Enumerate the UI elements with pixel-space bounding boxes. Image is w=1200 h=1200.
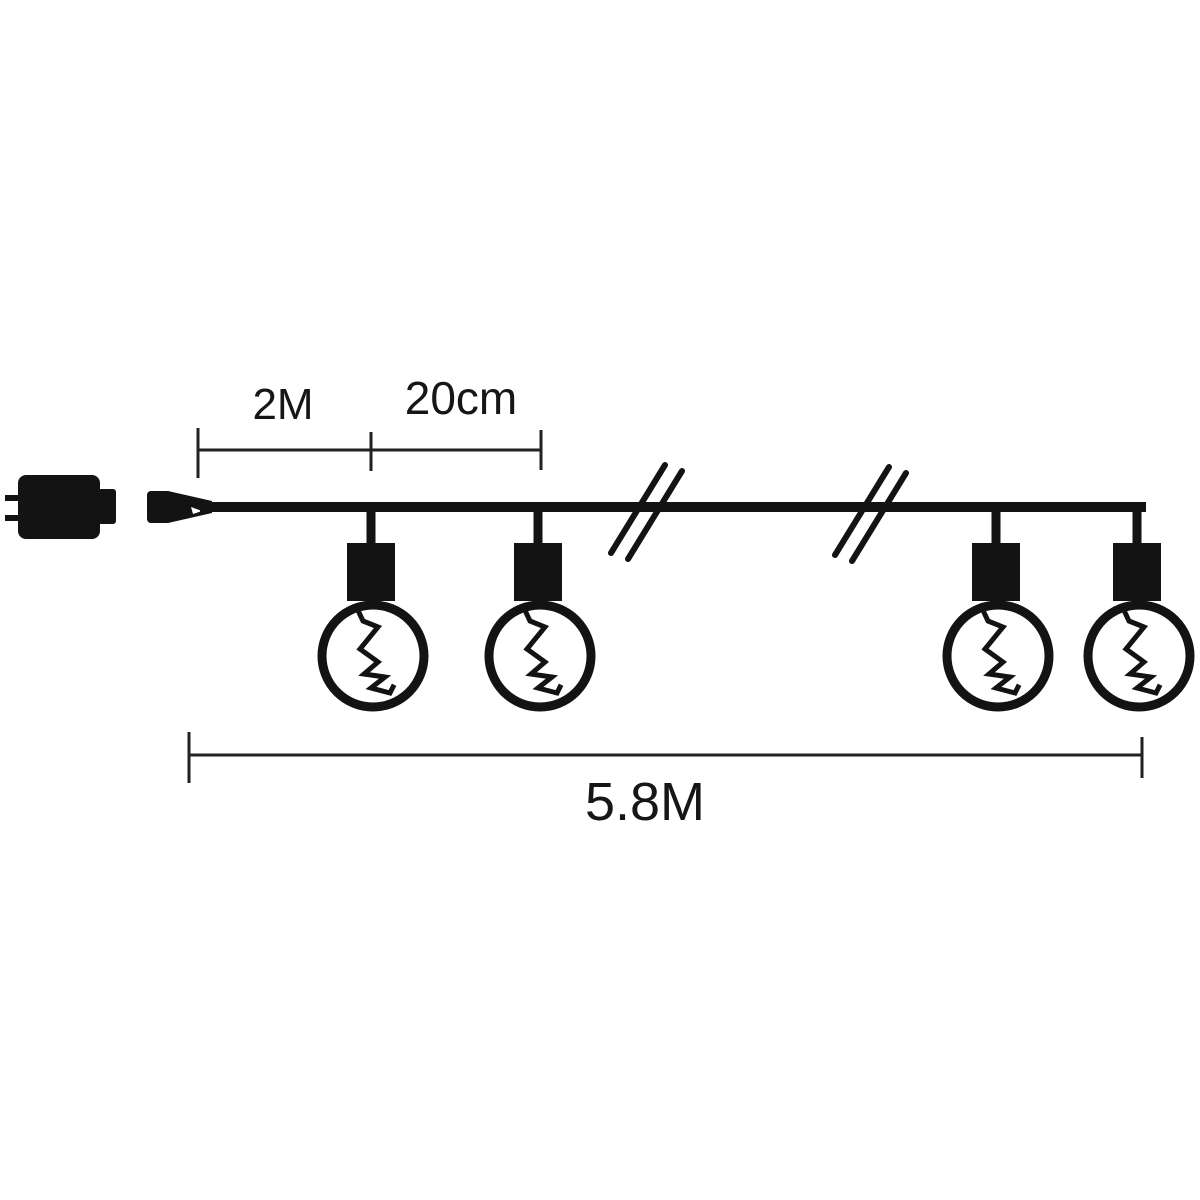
plug-body [18, 475, 100, 539]
total-length-label: 5.8M [585, 772, 705, 832]
connector-taper [168, 491, 212, 523]
dimension-spacing: 20cm [405, 372, 517, 424]
plug-prong-top [5, 495, 21, 501]
bulb-2 [489, 507, 591, 707]
bulb-spacing-label: 20cm [405, 372, 517, 424]
wire-break-mark-2 [835, 467, 906, 561]
power-plug [5, 475, 116, 539]
dimension-total: 5.8M [187, 732, 1144, 832]
bulb-1 [322, 507, 424, 707]
lead-length-label: 2M [252, 380, 313, 429]
plug-nose [98, 489, 116, 524]
bulb-3 [947, 507, 1049, 707]
bulb-4 [1088, 507, 1190, 707]
inline-connector [147, 491, 212, 523]
plug-prong-bottom [5, 515, 21, 521]
connector-cap [147, 491, 171, 523]
connector-highlight [191, 507, 202, 514]
dimension-lead: 2M [196, 380, 543, 478]
